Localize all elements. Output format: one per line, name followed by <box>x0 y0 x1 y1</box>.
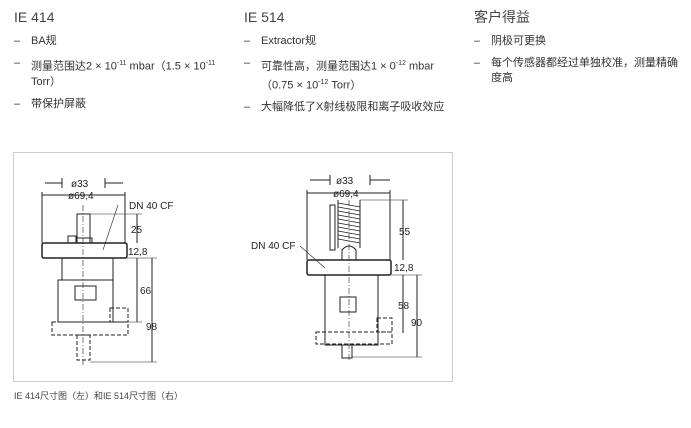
dim-d69: ø69,4 <box>68 191 94 202</box>
list-item: Extractor规 <box>244 34 459 49</box>
list-item: BA规 <box>14 34 224 49</box>
list-item: 测量范围达2 × 10-11 mbar（1.5 × 10-11 Torr） <box>14 56 224 90</box>
dim-12-8: 12,8 <box>128 247 148 258</box>
list-item: 带保护屏蔽 <box>14 97 224 112</box>
ie414-title: IE 414 <box>14 9 55 25</box>
dimension-figure-frame <box>13 152 453 382</box>
dim-90: 90 <box>411 318 423 329</box>
ie414-drawing: ø33 ø69,4 DN 40 CF 25 12,8 66 98 <box>41 178 173 365</box>
dim-12-8: 12,8 <box>394 263 414 274</box>
dim-66: 66 <box>140 286 152 297</box>
ie414-section: IE 414 BA规 测量范围达2 × 10-11 mbar（1.5 × 10-… <box>14 10 224 119</box>
dim-25: 25 <box>131 225 143 236</box>
list-item: 大幅降低了X射线极限和离子吸收效应 <box>244 100 459 115</box>
dim-58: 58 <box>398 301 410 312</box>
ie514-section: IE 514 Extractor规 可靠性高，测量范围达1 × 0-12 mba… <box>244 10 459 122</box>
dim-d33: ø33 <box>71 179 89 190</box>
ie514-title: IE 514 <box>244 9 285 25</box>
list-item: 阴极可更换 <box>474 34 684 49</box>
dim-55: 55 <box>399 227 411 238</box>
dim-d33: ø33 <box>336 176 354 187</box>
list-item: 可靠性高，测量范围达1 × 0-12 mbar（0.75 × 10-12 Tor… <box>244 56 459 93</box>
dim-98: 98 <box>146 322 158 333</box>
benefits-title: 客户得益 <box>474 9 530 25</box>
dim-d69: ø69,4 <box>333 189 359 200</box>
flange-label: DN 40 CF <box>251 241 295 252</box>
list-item: 每个传感器都经过单独校准，测量精确度高 <box>474 56 684 86</box>
figure-caption: IE 414尺寸图（左）和IE 514尺寸图（右） <box>14 391 184 401</box>
flange-label: DN 40 CF <box>129 201 173 212</box>
benefits-section: 客户得益 阴极可更换 每个传感器都经过单独校准，测量精确度高 <box>474 10 684 93</box>
ie514-drawing: ø33 ø69,4 DN 40 CF 55 12,8 58 90 <box>251 175 423 360</box>
